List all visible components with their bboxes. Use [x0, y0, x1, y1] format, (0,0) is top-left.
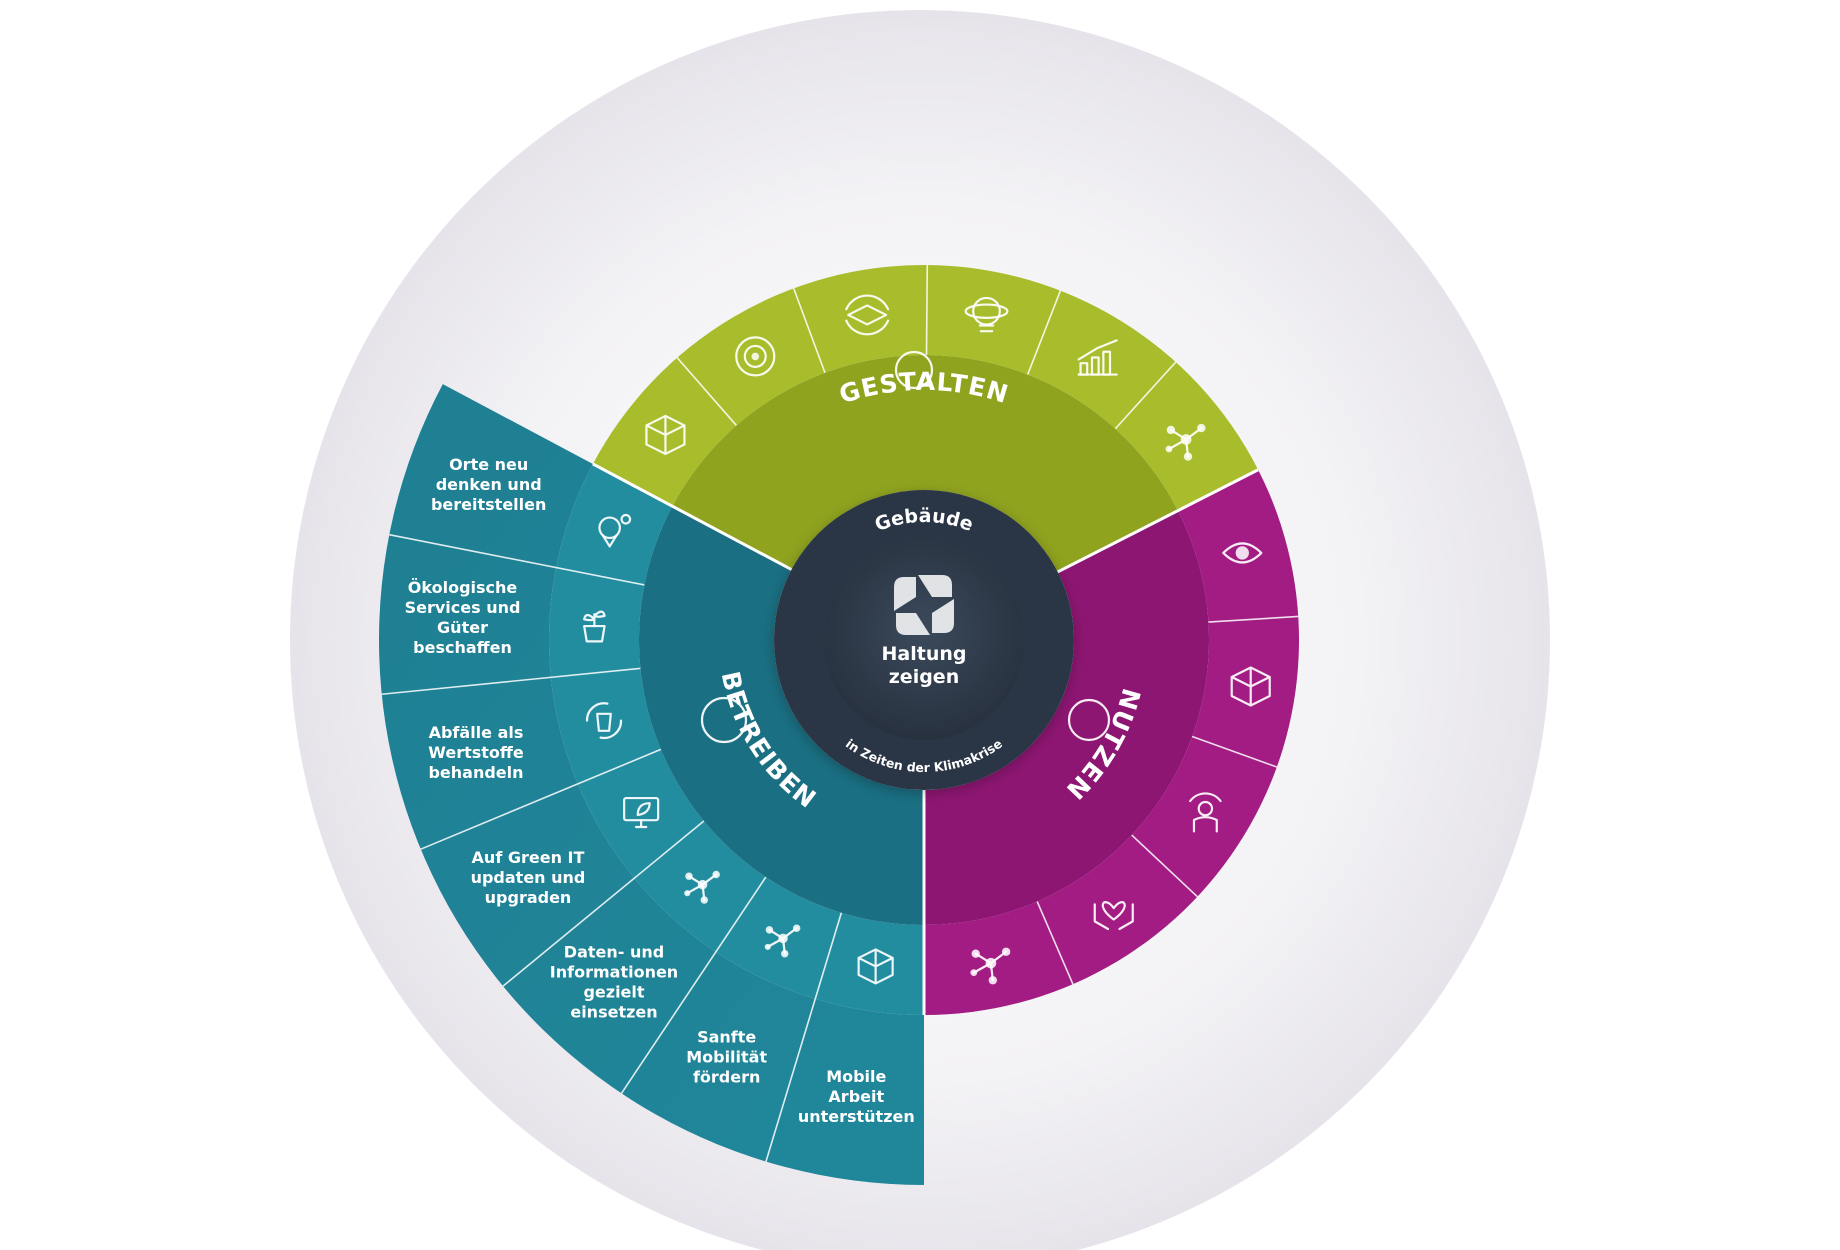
gestalten-outer-ring [592, 265, 1259, 511]
segment-label-line: Ökologische [408, 578, 518, 597]
segment-label-line: Mobilität [686, 1048, 767, 1067]
segment-label-line: Güter [437, 618, 488, 637]
segment-label-line: bereitstellen [431, 495, 546, 514]
data-network-icon [684, 870, 720, 904]
lightbulb-globe-icon [964, 296, 1009, 333]
betreiben-divider [765, 912, 843, 1162]
section-divider [1056, 468, 1259, 574]
plant-pot-icon [583, 610, 606, 643]
segment-label-line: upgraden [485, 888, 572, 907]
gestalten-divider [676, 357, 738, 426]
nutzen-divider [1191, 735, 1278, 768]
nutzen-outer-ring [924, 469, 1299, 1016]
recycle-bin-icon [585, 702, 623, 740]
segment-label-line: beschaffen [413, 638, 512, 657]
segment-label-line: fördern [693, 1068, 760, 1087]
segment-label-line: denken und [436, 475, 542, 494]
segment-label-line: gezielt [583, 983, 644, 1002]
target-icon [735, 336, 776, 377]
betreiben-divider [381, 667, 641, 696]
segment-label-line: Daten- und [564, 943, 664, 962]
segment-label-line: behandeln [428, 763, 523, 782]
gestalten-divider [925, 265, 929, 356]
betreiben-text-band [378, 384, 924, 1185]
hub-title-line2: zeigen [889, 666, 959, 688]
building-icon [894, 350, 934, 390]
nutzen-divider [1036, 901, 1074, 985]
nutzen-divider [1208, 615, 1299, 623]
segment-label-line: unterstützen [798, 1107, 915, 1126]
hands-heart-icon [1093, 901, 1134, 931]
betreiben-divider [502, 820, 705, 987]
betreiben-divider [620, 876, 767, 1094]
monitor-leaf-icon [623, 796, 660, 829]
segment-label-line: Arbeit [828, 1087, 884, 1106]
eye-icon [1222, 542, 1263, 564]
rotate-layers-icon [845, 294, 890, 336]
betreiben-icon-ring [548, 463, 924, 1016]
head-profile-icon [1067, 698, 1111, 742]
hands-circle-logo-icon [894, 575, 954, 635]
nutzen-inner-ring [924, 510, 1210, 925]
cube-icon [645, 414, 686, 456]
segment-label-line: Mobile [826, 1067, 886, 1086]
section-divider [592, 462, 793, 571]
segment-label-line: einsetzen [570, 1003, 657, 1022]
gestalten-divider [1026, 290, 1062, 375]
segment-label-line: Sanfte [697, 1028, 756, 1047]
gear-globe-icon [700, 696, 748, 744]
hub-inner [824, 540, 1024, 740]
segment-label-line: Informationen [550, 963, 678, 982]
segment-label-line: Abfälle als [429, 723, 524, 742]
betreiben-divider [389, 533, 645, 586]
gestalten-divider [1114, 361, 1177, 430]
location-question-icon [598, 513, 632, 548]
betreiben-divider [420, 748, 662, 850]
hub-title-line1: Haltung [882, 643, 967, 665]
segment-label-line: Wertstoffe [428, 743, 524, 762]
gestalten-divider [792, 288, 826, 374]
molecule-icon [764, 924, 801, 958]
segment-label-line: updaten und [471, 868, 586, 887]
cube-icon [857, 948, 894, 985]
network-nodes-icon [970, 947, 1011, 985]
gestalten-inner-ring [672, 354, 1178, 572]
growth-chart-icon [1077, 339, 1118, 376]
betreiben-inner-ring [639, 506, 924, 925]
segment-label-line: Orte neu [449, 455, 528, 474]
segment-label-line: Services und [405, 598, 521, 617]
nutzen-divider [1131, 834, 1198, 898]
segment-label-line: Auf Green IT [472, 848, 585, 867]
network-nodes-icon [1165, 423, 1206, 461]
person-signal-icon [1189, 792, 1222, 833]
box-3d-icon [1230, 666, 1271, 707]
